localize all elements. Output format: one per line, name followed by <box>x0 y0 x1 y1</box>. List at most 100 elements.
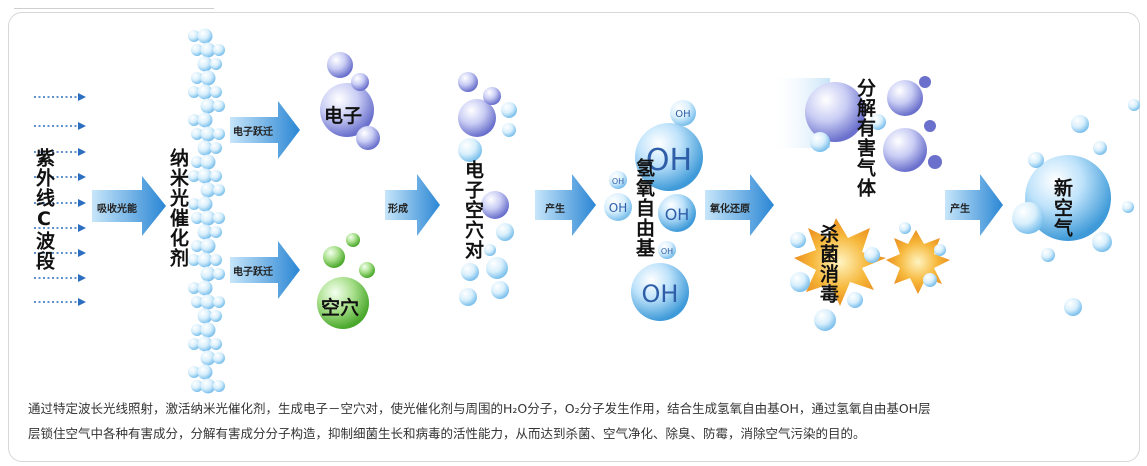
catalyst-bubble <box>188 170 200 182</box>
catalyst-bubble <box>188 198 200 210</box>
flow-arrows <box>92 101 1003 299</box>
catalyst-bubble <box>188 30 200 42</box>
catalyst-bubble <box>188 338 200 350</box>
catalyst-bubble <box>200 70 216 86</box>
catalyst-bubble <box>197 364 213 380</box>
catalyst-bubble <box>200 238 216 254</box>
sterilize-label: 杀菌消毒 <box>817 224 839 304</box>
catalyst-bubble <box>197 112 213 128</box>
catalyst-bubble <box>191 212 203 224</box>
bacteria-bursts <box>790 218 950 331</box>
arrow-transition-top <box>230 101 300 159</box>
catalyst-bubble <box>200 350 216 366</box>
fresh-air-bubbles <box>1012 99 1140 316</box>
catalyst-bubble <box>213 44 225 56</box>
catalyst-bubble <box>213 212 225 224</box>
oh-label: OH <box>665 205 690 224</box>
electron-bubbles <box>320 52 380 150</box>
catalyst-bubble <box>197 308 213 324</box>
arrow-produce1 <box>535 174 596 236</box>
produce-label-1: 产生 <box>545 204 565 215</box>
catalyst-bubble <box>188 86 200 98</box>
oh-label: OH <box>612 177 624 186</box>
catalyst-bubble <box>197 280 213 296</box>
catalyst-bubble <box>188 282 200 294</box>
catalyst-bubble <box>188 114 200 126</box>
oh-label: OH <box>646 143 692 178</box>
absorb-light-label: 吸收光能 <box>97 204 137 215</box>
catalyst-bubble <box>197 28 213 44</box>
catalyst-bubble <box>191 72 203 84</box>
decompose-harmful-gas-label: 分解有害气体 <box>854 78 876 198</box>
catalyst-bubble <box>213 128 225 140</box>
description-line-1: 通过特定波长光线照射，激活纳米光催化剂，生成电子－空穴对，使光催化剂与周围的H₂… <box>28 401 931 416</box>
hydroxyl-radical-bubbles <box>604 100 703 321</box>
catalyst-bubble <box>200 322 216 338</box>
catalyst-bubble <box>197 336 213 352</box>
catalyst-bubble <box>200 378 216 394</box>
catalyst-bubble <box>210 226 222 238</box>
catalyst-bubble <box>200 210 216 226</box>
catalyst-bubble <box>210 170 222 182</box>
catalyst-bubble <box>200 294 216 310</box>
description-line-2: 层锁住空气中各种有害成分，分解有害成分分子构造，抑制细菌生长和病毒的活性能力，从… <box>28 426 866 441</box>
catalyst-bubble <box>197 224 213 240</box>
catalyst-bubble <box>191 240 203 252</box>
catalyst-bubble <box>200 182 216 198</box>
nano-photocatalyst-label: 纳米光催化剂 <box>167 148 189 268</box>
oh-label: OH <box>642 280 679 308</box>
arrow-transition-bottom <box>230 241 300 299</box>
arrow-redox <box>705 174 774 236</box>
oh-label: OH <box>609 201 627 215</box>
catalyst-bubble <box>213 268 225 280</box>
catalyst-bubble <box>197 56 213 72</box>
catalyst-bubble <box>200 126 216 142</box>
catalyst-bubble <box>213 380 225 392</box>
oh-label: OH <box>661 247 673 256</box>
hole-bubbles <box>317 233 375 329</box>
catalyst-bubble <box>200 98 216 114</box>
electron-hole-pair-label: 电子空穴对 <box>462 160 484 260</box>
fresh-air-label: 新空气 <box>1051 178 1073 238</box>
catalyst-bubble <box>213 100 225 112</box>
catalyst-bubble <box>200 266 216 282</box>
arrow-absorb <box>92 176 166 236</box>
hydroxyl-radical-label: 氢氧自由基 <box>633 158 655 258</box>
catalyst-bubble <box>210 338 222 350</box>
description-text: 通过特定波长光线照射，激活纳米光催化剂，生成电子－空穴对，使光催化剂与周围的H₂… <box>28 396 1128 446</box>
header-tab-line <box>14 0 214 9</box>
catalyst-bubble <box>213 184 225 196</box>
oh-label: OH <box>675 109 690 120</box>
catalyst-bubble <box>210 142 222 154</box>
produce-label-2: 产生 <box>950 204 970 215</box>
harmful-gas-bubbles <box>770 76 942 172</box>
uv-ray-arrows <box>34 93 86 306</box>
catalyst-bubble <box>197 252 213 268</box>
arrow-produce2 <box>945 174 1003 236</box>
catalyst-bubble <box>213 296 225 308</box>
catalyst-bubble <box>210 58 222 70</box>
catalyst-bubble <box>210 254 222 266</box>
catalyst-bubble-column <box>188 28 225 394</box>
catalyst-bubble <box>191 380 203 392</box>
catalyst-bubble <box>188 366 200 378</box>
arrow-form <box>385 174 440 236</box>
catalyst-bubble <box>191 324 203 336</box>
redox-label: 氧化还原 <box>710 204 750 215</box>
hole-label: 空穴 <box>321 297 360 319</box>
catalyst-bubble <box>188 254 200 266</box>
catalyst-bubble <box>191 44 203 56</box>
catalyst-bubble <box>191 128 203 140</box>
catalyst-bubble <box>197 168 213 184</box>
form-label: 形成 <box>388 204 408 215</box>
electron-hole-pair-bubbles <box>458 72 517 306</box>
catalyst-bubble <box>210 86 222 98</box>
catalyst-bubble <box>210 310 222 322</box>
catalyst-bubble <box>200 42 216 58</box>
catalyst-bubble <box>191 296 203 308</box>
catalyst-bubble <box>191 156 203 168</box>
catalyst-bubble <box>197 140 213 156</box>
uv-c-band-label: 紫外线C波段 <box>33 148 55 271</box>
catalyst-bubble <box>197 84 213 100</box>
